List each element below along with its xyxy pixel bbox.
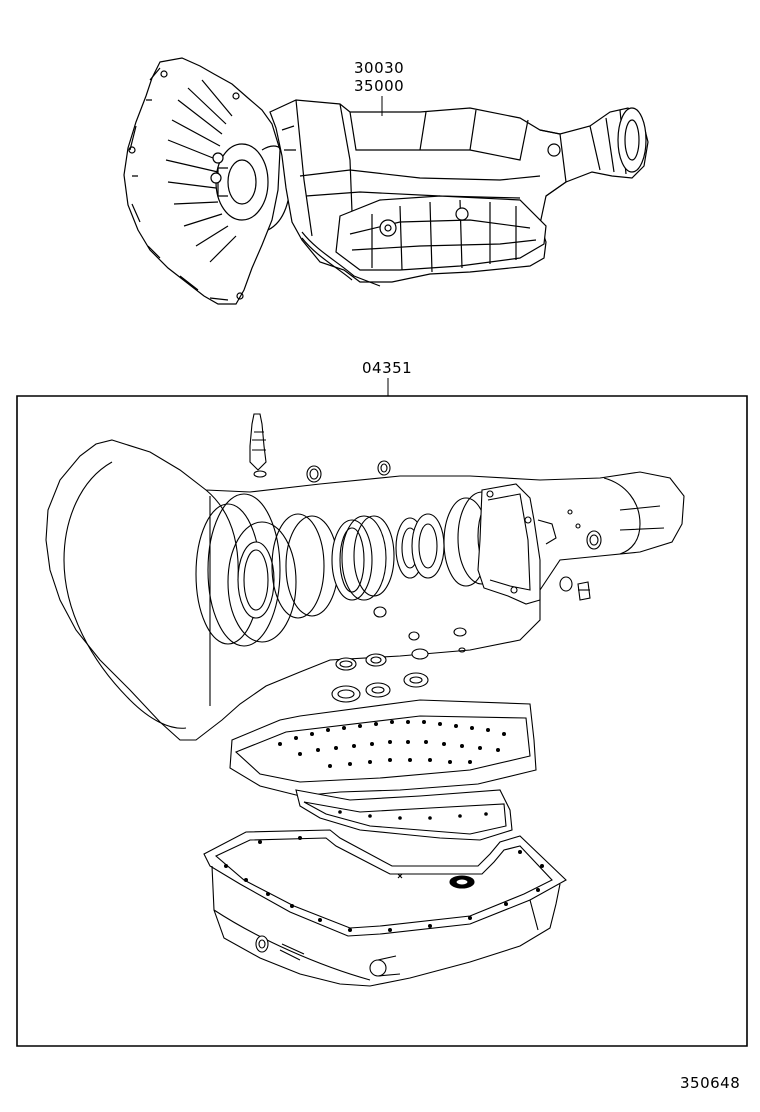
assembly-callout-35000: 35000 xyxy=(354,77,405,95)
gasket-kit-drawing xyxy=(46,414,684,986)
gasket-kit-frame xyxy=(17,378,747,1046)
assembly-callout-30030: 30030 xyxy=(354,59,405,77)
transmission-assembly-drawing xyxy=(124,58,648,304)
figure-id: 350648 xyxy=(680,1074,741,1092)
gasket-kit-callout: 04351 xyxy=(362,359,413,377)
